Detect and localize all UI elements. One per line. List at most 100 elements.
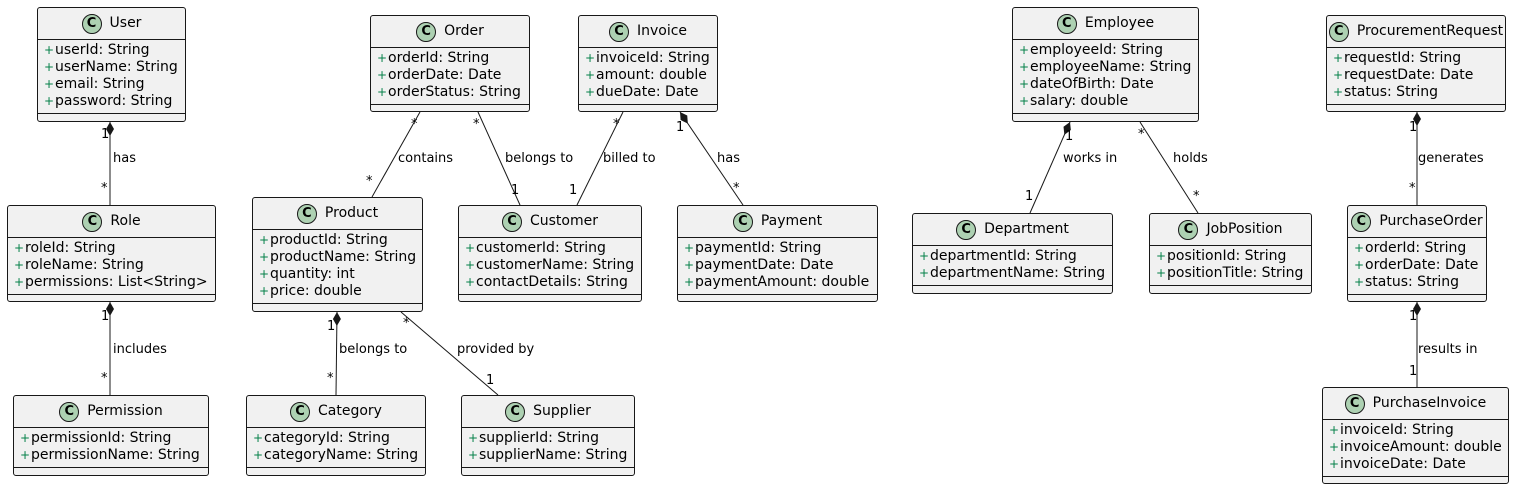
attribute-row: +roleId: String (14, 240, 215, 257)
relation-order-product: contains** (366, 111, 453, 198)
attribute-compartment: +userId: String+userName: String+email: … (38, 39, 185, 113)
class-purchaseorder[interactable]: C PurchaseOrder +orderId: String+orderDate… (1347, 205, 1487, 302)
attribute-row: +requestDate: Date (1333, 67, 1505, 84)
attribute-row: +employeeId: String (1019, 42, 1198, 59)
attribute-row: +permissions: List<String> (14, 274, 215, 291)
attribute-text: employeeName: String (1030, 59, 1192, 75)
public-visibility-icon: + (1019, 94, 1030, 108)
attribute-compartment: +roleId: String+roleName: String+permiss… (8, 237, 215, 294)
class-badge-icon: C (1178, 219, 1199, 240)
attribute-text: permissionId: String (31, 430, 172, 446)
attribute-text: amount: double (596, 67, 707, 83)
attribute-compartment: +supplierId: String+supplierName: String (462, 427, 634, 467)
public-visibility-icon: + (259, 267, 270, 281)
multiplicity-target: 1 (486, 373, 494, 388)
operation-compartment (1150, 285, 1311, 293)
operation-compartment (8, 294, 215, 302)
class-header: C Supplier (462, 396, 634, 427)
relation-label: includes (113, 342, 167, 357)
attribute-row: +customerId: String (465, 240, 641, 257)
attribute-row: +departmentName: String (919, 265, 1112, 282)
attribute-row: +email: String (44, 76, 185, 93)
attribute-compartment: +orderId: String+orderDate: Date+status:… (1348, 237, 1486, 294)
class-badge-icon: C (505, 401, 526, 422)
class-badge-icon: C (1351, 211, 1372, 232)
attribute-row: +orderStatus: String (377, 84, 529, 101)
attribute-text: permissions: List<String> (25, 274, 208, 290)
public-visibility-icon: + (465, 275, 476, 289)
class-name: Department (984, 221, 1069, 237)
attribute-text: orderId: String (388, 50, 490, 66)
class-name: User (109, 15, 142, 31)
relation-label: has (113, 151, 136, 166)
attribute-text: supplierId: String (479, 430, 600, 446)
multiplicity-source: * (613, 117, 620, 132)
class-name: PurchaseOrder (1379, 213, 1483, 229)
public-visibility-icon: + (684, 241, 695, 255)
attribute-text: dateOfBirth: Date (1030, 76, 1154, 92)
attribute-text: price: double (270, 283, 362, 299)
multiplicity-target: 1 (1025, 189, 1033, 204)
attribute-row: +orderId: String (377, 50, 529, 67)
class-badge-icon: C (501, 211, 522, 232)
attribute-text: permissionName: String (31, 447, 200, 463)
attribute-compartment: +customerId: String+customerName: String… (459, 237, 641, 294)
attribute-text: status: String (1344, 84, 1438, 100)
attribute-row: +permissionId: String (20, 430, 208, 447)
operation-compartment (913, 285, 1112, 293)
attribute-text: roleName: String (25, 257, 144, 273)
class-name: Supplier (533, 403, 591, 419)
relation-product-supplier: provided by*1 (400, 311, 534, 396)
attribute-row: +requestId: String (1333, 50, 1505, 67)
class-name: Role (110, 213, 141, 229)
operation-compartment (371, 104, 529, 112)
attribute-row: +status: String (1354, 274, 1486, 291)
attribute-row: +status: String (1333, 84, 1505, 101)
operation-compartment (462, 467, 634, 475)
attribute-row: +supplierName: String (468, 447, 634, 464)
class-name: Employee (1084, 15, 1155, 31)
attribute-row: +supplierId: String (468, 430, 634, 447)
relation-label: belongs to (505, 151, 573, 166)
composition-diamond-icon (680, 112, 688, 124)
public-visibility-icon: + (684, 275, 695, 289)
attribute-text: categoryId: String (264, 430, 390, 446)
attribute-text: quantity: int (270, 266, 355, 282)
multiplicity-target: * (1193, 189, 1200, 204)
multiplicity-source: 1 (676, 120, 684, 135)
attribute-text: password: String (55, 93, 173, 109)
relation-label: contains (398, 151, 453, 166)
class-supplier[interactable]: C Supplier +supplierId: String+supplierNam… (461, 395, 635, 476)
attribute-row: +orderDate: Date (377, 67, 529, 84)
attribute-row: +invoiceId: String (1329, 422, 1508, 439)
public-visibility-icon: + (919, 266, 930, 280)
public-visibility-icon: + (14, 241, 25, 255)
relation-line (477, 111, 521, 206)
public-visibility-icon: + (259, 284, 270, 298)
public-visibility-icon: + (259, 233, 270, 247)
multiplicity-target: * (733, 181, 740, 196)
class-badge-icon: C (296, 203, 317, 224)
attribute-text: employeeId: String (1030, 42, 1164, 58)
